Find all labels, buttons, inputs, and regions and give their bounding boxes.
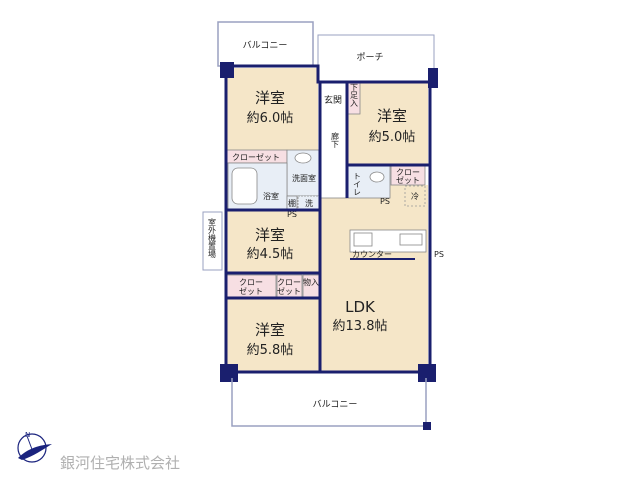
counter-label: カウンター bbox=[352, 250, 392, 259]
compass-needle bbox=[26, 435, 34, 453]
closet-2-label-1: クロー bbox=[239, 278, 263, 287]
western-room-1 bbox=[226, 68, 318, 150]
balcony-bottom-label: バルコニー bbox=[313, 399, 358, 410]
washer-label: 洗 bbox=[305, 198, 313, 208]
compass-north-label: N bbox=[25, 431, 30, 439]
company-logo: N 銀河住宅株式会社 bbox=[17, 431, 180, 472]
hallway-label: 廊下 bbox=[331, 131, 340, 149]
closet-4-label-2: ゼット bbox=[396, 175, 420, 185]
ldk-name: LDK bbox=[345, 298, 376, 316]
stove-icon bbox=[399, 233, 423, 246]
western-room-4-size: 約5.8帖 bbox=[247, 343, 294, 358]
shoe-box-label: 下足入 bbox=[350, 83, 359, 107]
closet-4-label-1: クロー bbox=[396, 168, 420, 177]
bath-label: 浴室 bbox=[263, 191, 279, 201]
toilet-room bbox=[347, 165, 391, 199]
ps-label-3: PS bbox=[434, 250, 444, 259]
storage-label: 物入 bbox=[303, 277, 319, 287]
western-room-3 bbox=[226, 210, 320, 273]
western-room-4-name: 洋室 bbox=[255, 321, 285, 339]
balcony-bottom-area bbox=[231, 378, 427, 427]
compass-icon bbox=[17, 433, 47, 463]
kitchen-sink-icon bbox=[353, 232, 373, 247]
western-room-2-name: 洋室 bbox=[377, 107, 407, 125]
shelf-label: 棚 bbox=[288, 198, 296, 208]
porch-area bbox=[317, 34, 435, 83]
sink-icon bbox=[294, 152, 312, 164]
western-room-4 bbox=[226, 298, 320, 372]
outdoor-unit-label: 室外機置場 bbox=[208, 217, 217, 259]
entrance-label: 玄関 bbox=[324, 94, 342, 106]
western-room-1-size: 約6.0帖 bbox=[247, 111, 294, 126]
ps-label-1: PS bbox=[287, 210, 297, 219]
western-room-3-size: 約4.5帖 bbox=[247, 247, 294, 262]
ps-label-2: PS bbox=[380, 197, 390, 206]
ldk-room bbox=[320, 185, 428, 372]
western-room-2-size: 約5.0帖 bbox=[369, 130, 416, 145]
closet-2-label-2: ゼット bbox=[239, 286, 263, 296]
outdoor-unit-area bbox=[202, 211, 223, 271]
balcony-column bbox=[423, 422, 431, 430]
closet-1-label: クローゼット bbox=[232, 152, 280, 162]
western-room-3-name: 洋室 bbox=[255, 226, 285, 244]
company-name: 銀河住宅株式会社 bbox=[60, 454, 180, 472]
western-room-1-name: 洋室 bbox=[255, 89, 285, 107]
wall-columns bbox=[220, 62, 438, 382]
bathtub-icon bbox=[231, 167, 258, 205]
closet-3-label-2: ゼット bbox=[277, 286, 301, 296]
closet-3-label-1: クロー bbox=[277, 278, 301, 287]
ldk-size: 約13.8帖 bbox=[333, 319, 388, 334]
washroom-label: 洗面室 bbox=[292, 173, 316, 183]
porch-label: ポーチ bbox=[356, 52, 383, 63]
toilet-icon bbox=[369, 171, 385, 183]
fridge-label: 冷 bbox=[411, 191, 419, 201]
balcony-top-area bbox=[217, 21, 314, 67]
western-room-2 bbox=[348, 82, 428, 165]
bird-icon bbox=[18, 444, 52, 460]
toilet-label: トイレ bbox=[353, 172, 362, 196]
balcony-top-label: バルコニー bbox=[243, 40, 288, 51]
fridge-space bbox=[404, 185, 426, 207]
